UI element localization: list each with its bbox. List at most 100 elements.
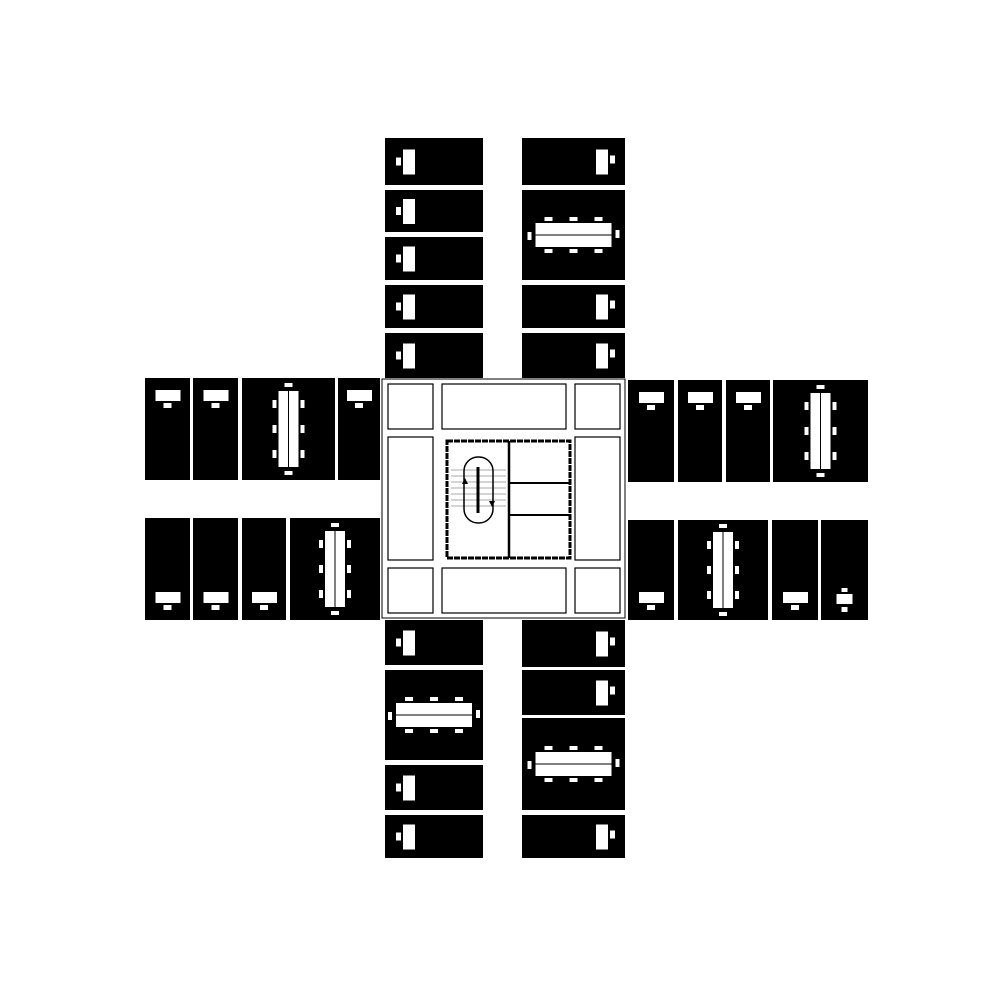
office-room (242, 518, 286, 620)
service-room (441, 567, 567, 614)
chair (272, 450, 277, 458)
office-room (522, 333, 625, 378)
desk (403, 199, 415, 224)
room-floor (385, 237, 483, 280)
chair (569, 217, 578, 221)
service-room (574, 383, 621, 430)
chair (347, 590, 351, 598)
office-room (338, 378, 380, 480)
desk (596, 294, 608, 320)
chair (272, 425, 277, 433)
service-room (387, 383, 434, 430)
office-room (385, 815, 483, 858)
room-floor (385, 620, 483, 665)
chair (804, 452, 809, 460)
room-floor (385, 765, 483, 810)
office-room (726, 380, 770, 482)
service-room (574, 436, 621, 561)
office-room (522, 670, 625, 715)
chair (396, 254, 401, 263)
room-floor (145, 518, 190, 620)
chair (300, 425, 305, 433)
room-floor (193, 518, 238, 620)
room-floor (628, 520, 674, 620)
chair (284, 471, 293, 475)
service-room (387, 436, 434, 561)
desk (639, 592, 664, 603)
chair (816, 385, 825, 389)
desk (639, 392, 664, 403)
room-floor (385, 190, 483, 232)
chair (211, 605, 220, 610)
service-room (574, 567, 621, 614)
room-floor (385, 333, 483, 378)
arrow-up-icon (462, 478, 468, 484)
chair (594, 778, 603, 782)
room-floor (821, 520, 868, 620)
room-floor (522, 815, 625, 858)
chair (696, 405, 704, 410)
chair (396, 832, 401, 841)
chair (396, 638, 401, 647)
service-room (387, 567, 434, 614)
desk (403, 630, 415, 656)
chair (841, 588, 848, 592)
chair (735, 591, 739, 599)
chair (569, 746, 578, 750)
chair (594, 217, 603, 221)
stair-path-icon (463, 456, 494, 524)
chair (647, 605, 655, 610)
conference-room (522, 718, 625, 810)
desk (403, 149, 415, 175)
office-room (145, 378, 190, 480)
room-floor (385, 285, 483, 328)
chair (647, 405, 655, 410)
desk (596, 680, 608, 706)
office-room (193, 378, 238, 480)
chair (284, 383, 293, 387)
room-floor (385, 138, 483, 185)
desk (596, 343, 608, 369)
chair (163, 403, 172, 408)
chair (396, 351, 401, 360)
chair (527, 761, 532, 769)
office-room (385, 765, 483, 810)
room-floor (522, 333, 625, 378)
chair (719, 612, 727, 616)
chair (791, 605, 799, 610)
chair (430, 697, 438, 701)
chair (544, 778, 553, 782)
chair (832, 452, 837, 460)
chair (319, 590, 323, 598)
office-room (628, 520, 674, 620)
desk (155, 390, 181, 401)
office-room (522, 620, 625, 667)
chair (735, 566, 739, 574)
chair (455, 729, 463, 733)
chair (396, 157, 401, 166)
desk (783, 592, 808, 603)
chair (804, 427, 809, 435)
chair (841, 607, 848, 612)
chair (476, 710, 480, 718)
office-room (522, 815, 625, 858)
chair (355, 403, 363, 408)
office-room (385, 285, 483, 328)
core-outline (381, 378, 626, 619)
conference-room (522, 190, 625, 280)
conference-room (385, 670, 483, 760)
conference-room (678, 520, 768, 620)
desk (688, 392, 713, 403)
office-room (678, 380, 722, 482)
office-room (385, 333, 483, 378)
chair (569, 249, 578, 253)
chair (594, 746, 603, 750)
desk (596, 149, 608, 175)
desk (403, 775, 415, 801)
desk (203, 592, 229, 603)
desk (403, 246, 415, 272)
chair (319, 540, 323, 548)
chair (610, 686, 615, 695)
room-floor (242, 518, 286, 620)
